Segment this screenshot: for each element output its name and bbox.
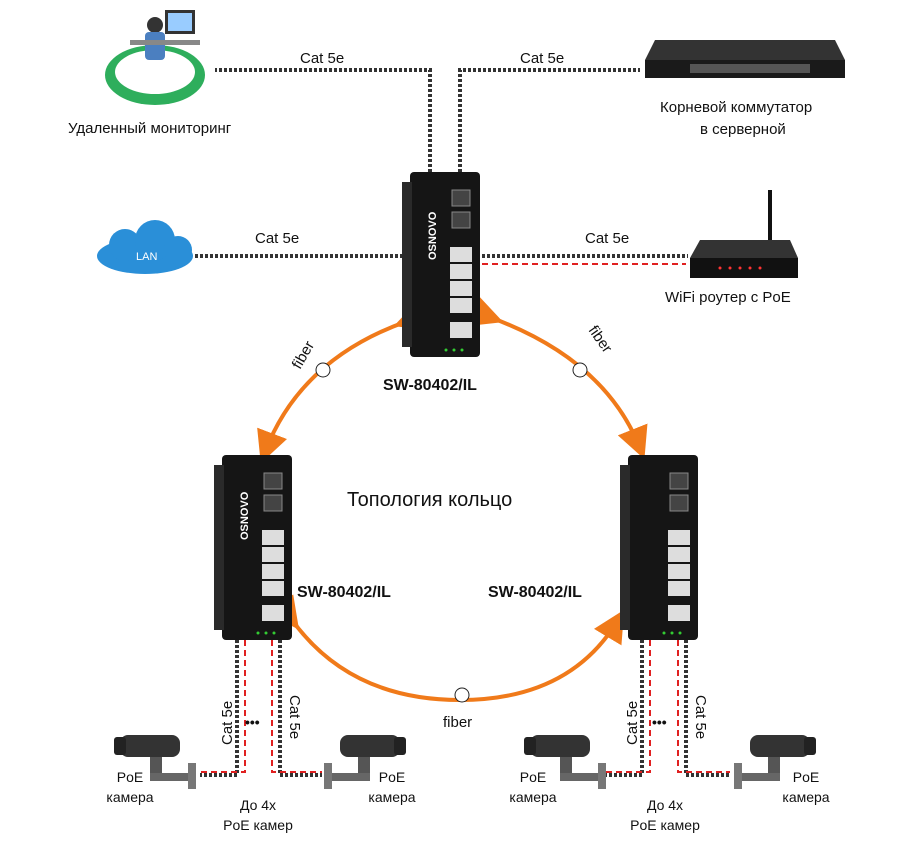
lan-label: LAN xyxy=(136,251,157,263)
root-switch-label: Корневой коммутатор xyxy=(660,99,812,116)
switch-top: OSNOVO xyxy=(401,171,481,358)
cable-label: Cat 5e xyxy=(585,230,629,247)
topology-title: Топология кольцо xyxy=(347,489,512,511)
root-switch-label: в серверной xyxy=(700,121,786,138)
fiber-label: fiber xyxy=(443,714,472,731)
cable-label: Cat 5e xyxy=(219,701,236,745)
camera-cables-right xyxy=(600,640,730,777)
fiber-label: fiber xyxy=(585,323,616,357)
cable-label: Cat 5e xyxy=(520,50,564,67)
camera-label: PoE xyxy=(793,769,819,785)
camera-label: PoE xyxy=(520,769,546,785)
camera-label: камера xyxy=(509,789,556,805)
remote-monitoring-icon xyxy=(105,10,205,105)
fiber-link-top-right xyxy=(467,296,648,460)
cable-label: Cat 5e xyxy=(692,695,709,739)
camera-cables-left xyxy=(200,640,322,777)
cable-label: Cat 5e xyxy=(255,230,299,247)
camera-count-label: PoE камер xyxy=(630,817,700,833)
switch-left: OSNOVO xyxy=(213,454,293,641)
remote-monitoring-label: Удаленный мониторинг xyxy=(68,120,232,137)
camera-count-label: PoE камер xyxy=(223,817,293,833)
camera-label: камера xyxy=(106,789,153,805)
fiber-connector-icon xyxy=(572,362,588,378)
camera-label: PoE xyxy=(379,769,405,785)
camera-count-label: До 4х xyxy=(240,797,276,813)
cable-label: Cat 5e xyxy=(300,50,344,67)
camera-label: камера xyxy=(368,789,415,805)
switch-model-label: SW-80402/IL xyxy=(488,584,582,601)
lan-cloud-icon xyxy=(97,220,193,274)
root-switch-icon xyxy=(645,40,845,78)
cable-label: Cat 5e xyxy=(624,701,641,745)
fiber-label: fiber xyxy=(289,338,318,372)
camera-label: камера xyxy=(782,789,829,805)
switch-model-label: SW-80402/IL xyxy=(297,584,391,601)
switch-right xyxy=(619,454,699,641)
fiber-connector-icon xyxy=(315,362,331,378)
wifi-router-icon xyxy=(690,190,798,278)
cable-label: Cat 5e xyxy=(286,695,303,739)
camera-label: PoE xyxy=(117,769,143,785)
cat5e-cable-root xyxy=(458,68,640,172)
wifi-router-label: WiFi роутер с PoE xyxy=(665,289,791,306)
fiber-connector-icon xyxy=(454,687,470,703)
switch-model-label: SW-80402/IL xyxy=(383,377,477,394)
brand-logo: OSNOVO xyxy=(427,211,439,260)
more-dots: ••• xyxy=(652,714,667,730)
camera-count-label: До 4х xyxy=(647,797,683,813)
cat5e-cable-remote xyxy=(215,68,432,172)
brand-logo: OSNOVO xyxy=(239,491,251,540)
fiber-link-bottom xyxy=(267,594,625,703)
more-dots: ••• xyxy=(245,714,260,730)
